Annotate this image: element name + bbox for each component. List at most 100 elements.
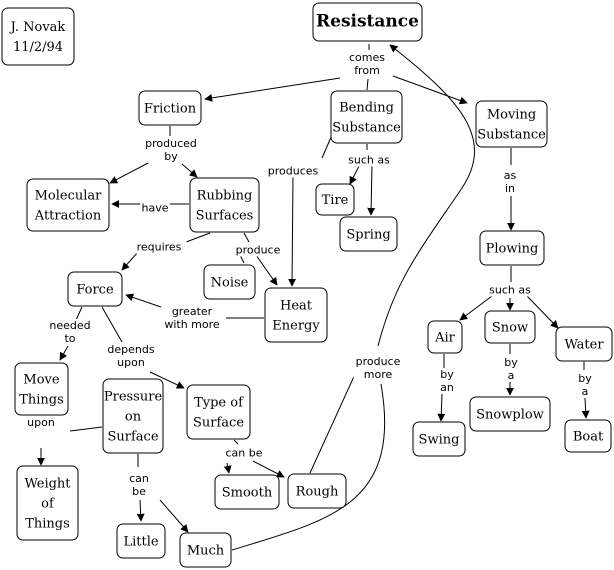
edge-21 bbox=[459, 295, 493, 321]
link-label-text: with more bbox=[164, 318, 220, 331]
node-text: Move bbox=[23, 372, 59, 387]
link-label-text: produce bbox=[236, 244, 281, 257]
node-text: Smooth bbox=[222, 485, 273, 500]
node-noise: Noise bbox=[203, 264, 256, 300]
node-much: Much bbox=[179, 532, 232, 568]
link-label-text: produce bbox=[356, 355, 401, 368]
node-text: Heat bbox=[280, 298, 313, 313]
node-text: Surfaces bbox=[196, 208, 254, 223]
edge-11 bbox=[349, 163, 361, 185]
link-label-text: produces bbox=[268, 165, 319, 178]
node-text: Resistance bbox=[316, 11, 419, 31]
link-label-text: to bbox=[64, 332, 75, 345]
edge-47 bbox=[136, 499, 145, 522]
label-background bbox=[48, 319, 92, 345]
node-text: Snowplow bbox=[476, 407, 544, 422]
label-background bbox=[222, 446, 266, 460]
link-label-requires: requires bbox=[131, 240, 187, 254]
node-text: Much bbox=[187, 543, 225, 558]
node-smooth: Smooth bbox=[214, 474, 280, 510]
label-background bbox=[131, 240, 187, 254]
node-swing: Swing bbox=[412, 421, 466, 457]
node-spring: Spring bbox=[339, 216, 398, 252]
link-label-have: have bbox=[140, 201, 170, 215]
node-text: Moving bbox=[487, 107, 536, 122]
node-text: of bbox=[41, 496, 55, 511]
link-label-text: can be bbox=[225, 447, 262, 460]
node-box bbox=[315, 183, 355, 216]
node-text: 11/2/94 bbox=[13, 40, 63, 55]
link-label-text: as bbox=[504, 169, 517, 182]
node-text: Force bbox=[76, 282, 114, 297]
node-box bbox=[479, 230, 545, 266]
node-box bbox=[138, 90, 202, 126]
edge-26 bbox=[75, 306, 83, 321]
link-label-text: comes bbox=[349, 51, 385, 64]
link-label-such-as-2: such as bbox=[485, 283, 535, 297]
edge-12 bbox=[367, 163, 376, 216]
link-label-text: by bbox=[504, 356, 518, 369]
node-text: Surface bbox=[107, 429, 158, 444]
label-background bbox=[265, 164, 321, 178]
link-label-text: in bbox=[505, 182, 515, 195]
edge-35 bbox=[437, 393, 446, 422]
link-label-text: needed bbox=[49, 319, 90, 332]
node-text: Energy bbox=[272, 318, 320, 333]
edge-1 bbox=[204, 77, 341, 102]
edge-43 bbox=[233, 439, 239, 445]
link-label-text: an bbox=[440, 381, 454, 394]
edge-31 bbox=[309, 371, 357, 474]
edge-15 bbox=[185, 232, 211, 243]
node-text: Molecular bbox=[35, 188, 103, 203]
node-box bbox=[484, 310, 536, 344]
node-text: Swing bbox=[419, 432, 460, 447]
node-text: Friction bbox=[144, 101, 197, 116]
node-text: Surface bbox=[193, 415, 244, 430]
link-label-text: can bbox=[129, 472, 149, 485]
edge-33 bbox=[231, 383, 386, 551]
node-box bbox=[214, 474, 280, 510]
node-box bbox=[116, 523, 166, 559]
link-label-can-be-1: can be bbox=[222, 446, 266, 460]
node-text: Spring bbox=[346, 227, 390, 242]
link-label-text: from bbox=[354, 64, 380, 77]
link-label-text: by bbox=[440, 368, 454, 381]
node-text: Rough bbox=[296, 484, 339, 499]
node-box bbox=[67, 271, 123, 307]
node-air: Air bbox=[427, 320, 463, 354]
link-label-text: by bbox=[578, 372, 592, 385]
node-text: Bending bbox=[339, 100, 394, 115]
node-box bbox=[179, 532, 232, 568]
edge-32 bbox=[377, 44, 476, 347]
link-label-text: be bbox=[132, 485, 146, 498]
edge-39 bbox=[581, 397, 590, 419]
link-label-text: produced bbox=[145, 137, 197, 150]
node-box bbox=[312, 2, 423, 42]
node-box bbox=[14, 362, 69, 416]
label-background bbox=[161, 305, 223, 331]
node-box bbox=[555, 326, 613, 362]
label-background bbox=[106, 343, 156, 369]
node-text: Boat bbox=[573, 429, 604, 444]
node-box bbox=[287, 473, 347, 509]
label-background bbox=[140, 201, 170, 215]
node-text: Water bbox=[564, 337, 604, 352]
node-little: Little bbox=[116, 523, 166, 559]
link-label-text: greater bbox=[172, 305, 213, 318]
node-plowing: Plowing bbox=[479, 230, 545, 266]
link-label-text: upon bbox=[27, 416, 55, 429]
node-box bbox=[564, 419, 612, 453]
link-label-text: a bbox=[582, 385, 589, 398]
